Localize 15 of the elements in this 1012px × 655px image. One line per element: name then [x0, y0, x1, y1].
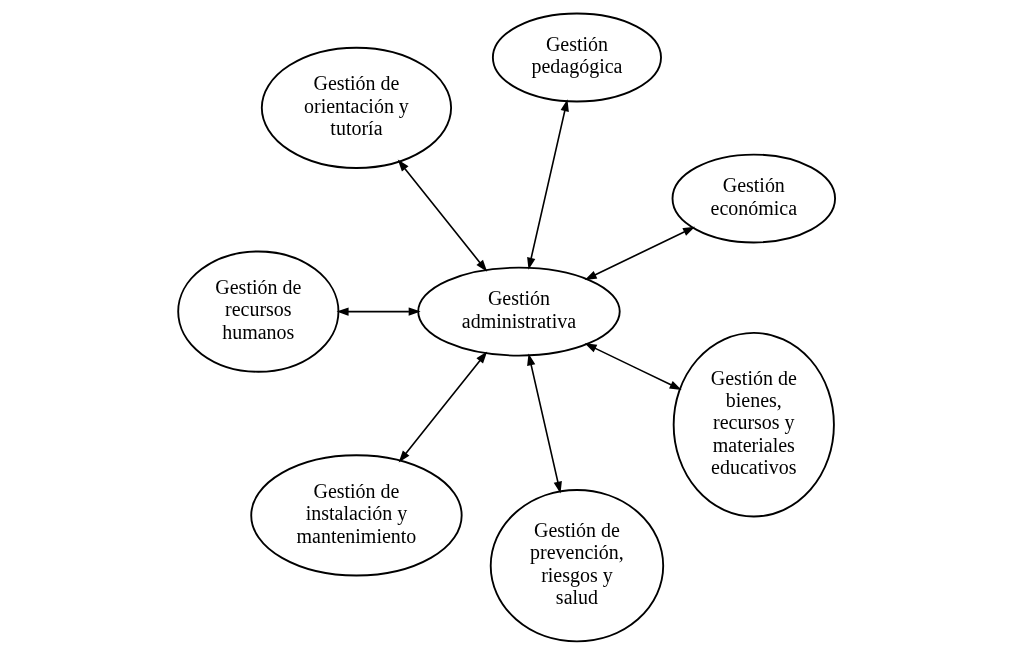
node-ellipse: Gestión administrativa: [416, 266, 621, 357]
arrow: [584, 343, 682, 390]
node-ellipse: Gestión de recursos humanos: [176, 250, 339, 373]
arrow: [584, 226, 695, 280]
node-ellipse: Gestión económica: [671, 153, 836, 244]
node-ellipse: Gestión de instalación y mantenimiento: [249, 454, 463, 577]
arrow: [397, 159, 487, 272]
arrow: [526, 99, 569, 270]
arrow: [336, 307, 421, 316]
arrow: [526, 353, 562, 494]
node-ellipse: Gestión pedagógica: [491, 12, 662, 103]
node-ellipse: Gestión de prevención, riesgos y salud: [489, 489, 664, 643]
arrow: [398, 351, 487, 463]
node-ellipse: Gestión de orientación y tutoría: [260, 46, 452, 169]
node-ellipse: Gestión de bienes, recursos y materiales educativos: [672, 331, 835, 518]
